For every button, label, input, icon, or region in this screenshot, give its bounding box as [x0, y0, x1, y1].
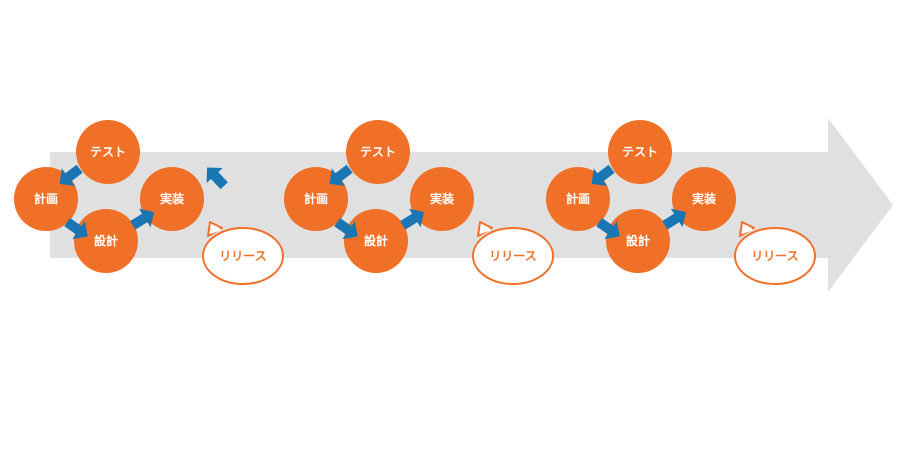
- stage-test-label: テスト: [622, 145, 658, 159]
- stage-implement-label: 実装: [430, 191, 454, 206]
- stage-design-circle: [606, 209, 670, 273]
- stage-design-circle: [74, 209, 138, 273]
- stage-design-label: 設計: [364, 233, 388, 248]
- stage-plan-label: 計画: [34, 191, 58, 206]
- stage-test-circle: [608, 120, 672, 184]
- stage-design-label: 設計: [94, 233, 118, 248]
- stage-implement-circle: [672, 167, 736, 231]
- stage-test-label: テスト: [360, 145, 396, 159]
- stage-test-circle: [346, 120, 410, 184]
- stage-implement-label: 実装: [160, 191, 184, 206]
- stage-implement-circle: [140, 167, 204, 231]
- stage-implement-circle: [410, 167, 474, 231]
- release-bubble: [734, 221, 816, 285]
- stage-design-circle: [344, 209, 408, 273]
- stage-plan-label: 計画: [304, 191, 328, 206]
- stage-plan-label: 計画: [566, 191, 590, 206]
- release-label: リリース: [489, 249, 536, 263]
- release-label: リリース: [751, 249, 798, 263]
- release-label: リリース: [219, 249, 266, 263]
- stage-implement-label: 実装: [692, 191, 716, 206]
- stage-design-label: 設計: [626, 233, 650, 248]
- stage-test-label: テスト: [90, 145, 126, 159]
- release-bubble: [472, 221, 554, 285]
- release-bubble: [202, 221, 284, 285]
- stage-test-circle: [76, 120, 140, 184]
- iteration-3: テスト 計画 設計 実装 リリース: [546, 120, 816, 285]
- iteration-2: テスト 計画 設計 実装 リリース: [284, 120, 554, 285]
- iteration-1: テスト 計画 設計 実装 リリース: [14, 120, 284, 285]
